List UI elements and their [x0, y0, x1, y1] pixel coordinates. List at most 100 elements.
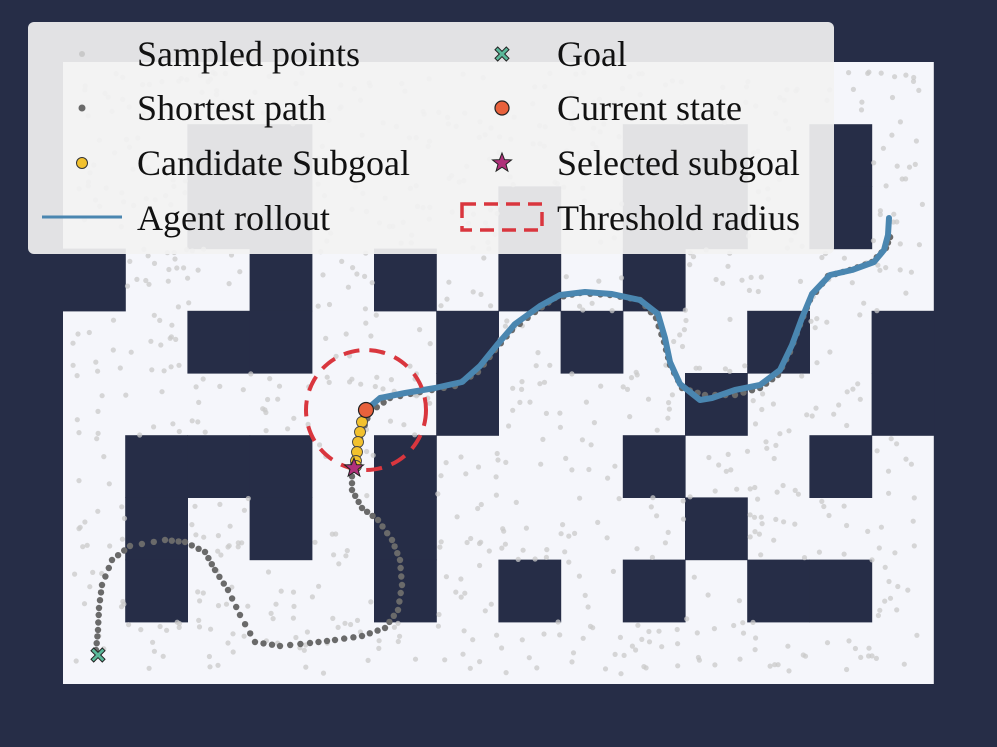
sampled-point [844, 422, 850, 429]
candidate-subgoal-point [356, 416, 368, 428]
sampled-point [76, 478, 82, 484]
shortest-path-point [323, 637, 331, 645]
sampled-point [368, 333, 374, 339]
sampled-point [316, 583, 322, 589]
sampled-point [320, 670, 327, 676]
sampled-point [888, 436, 894, 442]
sampled-point [760, 391, 766, 397]
sampled-point [192, 503, 198, 509]
sampled-point [101, 454, 107, 460]
sampled-point [882, 598, 888, 604]
sampled-point [669, 392, 676, 398]
sampled-point [850, 386, 856, 392]
sampled-point [226, 281, 232, 287]
sampled-point [746, 287, 753, 293]
sampled-point [908, 461, 915, 467]
sampled-point [705, 592, 711, 598]
sampled-points-icon [79, 51, 85, 57]
sampled-point [752, 529, 758, 535]
sampled-point [750, 398, 756, 404]
legend-label-candidate-subgoal: Candidate Subgoal [137, 143, 410, 183]
sampled-point [566, 559, 572, 565]
sampled-point [890, 219, 897, 225]
sampled-point [577, 303, 583, 309]
sampled-point [544, 547, 550, 553]
sampled-point [809, 413, 815, 419]
sampled-point [499, 545, 505, 551]
shortest-path-point [363, 508, 371, 515]
legend-label-threshold-radius: Threshold radius [557, 198, 800, 238]
sampled-point [906, 164, 913, 170]
sampled-point [127, 258, 133, 264]
sampled-point [145, 253, 151, 259]
sampled-point [87, 584, 93, 590]
sampled-point [138, 627, 144, 633]
shortest-path-point [95, 619, 102, 626]
shortest-path-point [394, 550, 401, 557]
sampled-point [875, 262, 881, 268]
sampled-point [844, 666, 850, 673]
sampled-point [501, 528, 507, 534]
shortest-path-point [201, 548, 209, 556]
sampled-point [262, 407, 268, 413]
sampled-point [128, 349, 134, 355]
sampled-point [330, 615, 336, 622]
sampled-point [786, 668, 792, 674]
sampled-point [427, 341, 433, 347]
sampled-point [372, 383, 378, 390]
sampled-point [160, 653, 166, 659]
sampled-point [164, 627, 170, 633]
sampled-point [481, 255, 487, 261]
sampled-point [336, 561, 342, 567]
sampled-point [494, 632, 500, 638]
sampled-point [712, 488, 718, 494]
sampled-point [648, 504, 654, 510]
sampled-point [323, 335, 329, 341]
sampled-point [158, 342, 164, 348]
sampled-point [643, 665, 649, 671]
x-marker-shape [494, 46, 510, 62]
sampled-point [230, 649, 236, 655]
sampled-point [324, 374, 330, 380]
sampled-point [519, 379, 525, 385]
sampled-point [176, 428, 182, 435]
sampled-point [285, 426, 291, 432]
sampled-point [134, 276, 140, 282]
sampled-point [362, 273, 368, 279]
sampled-point [241, 633, 247, 639]
sampled-point [819, 498, 825, 504]
sampled-point [659, 644, 665, 650]
sampled-point [713, 276, 719, 283]
sampled-point [237, 269, 243, 275]
sampled-point [852, 645, 859, 652]
sampled-point [763, 439, 769, 445]
sampled-point [706, 454, 712, 461]
sampled-point [865, 528, 871, 535]
sampled-point [753, 635, 759, 641]
shortest-path-point [384, 530, 391, 537]
sampled-point [579, 437, 586, 443]
shortest-path-point [397, 564, 404, 572]
legend-label-shortest-path: Shortest path [137, 88, 326, 128]
shortest-path-point [97, 589, 105, 596]
maze-wall [125, 435, 188, 498]
legend-label-sampled-points: Sampled points [137, 34, 360, 74]
sampled-point [513, 499, 519, 505]
sampled-point [813, 405, 819, 411]
sampled-point [438, 539, 444, 545]
sampled-point [774, 489, 780, 495]
sampled-point [235, 544, 241, 550]
shortest-path-point [348, 486, 356, 494]
sampled-point [911, 543, 917, 549]
sampled-point [175, 304, 181, 310]
sampled-point [368, 599, 374, 605]
sampled-point [168, 334, 174, 340]
sampled-point [580, 307, 586, 313]
sampled-point [503, 459, 509, 465]
sampled-point [758, 514, 764, 520]
sampled-point [877, 607, 883, 613]
sampled-point [165, 278, 171, 284]
maze-wall [249, 310, 313, 374]
sampled-point [889, 132, 895, 138]
sampled-point [200, 590, 206, 596]
